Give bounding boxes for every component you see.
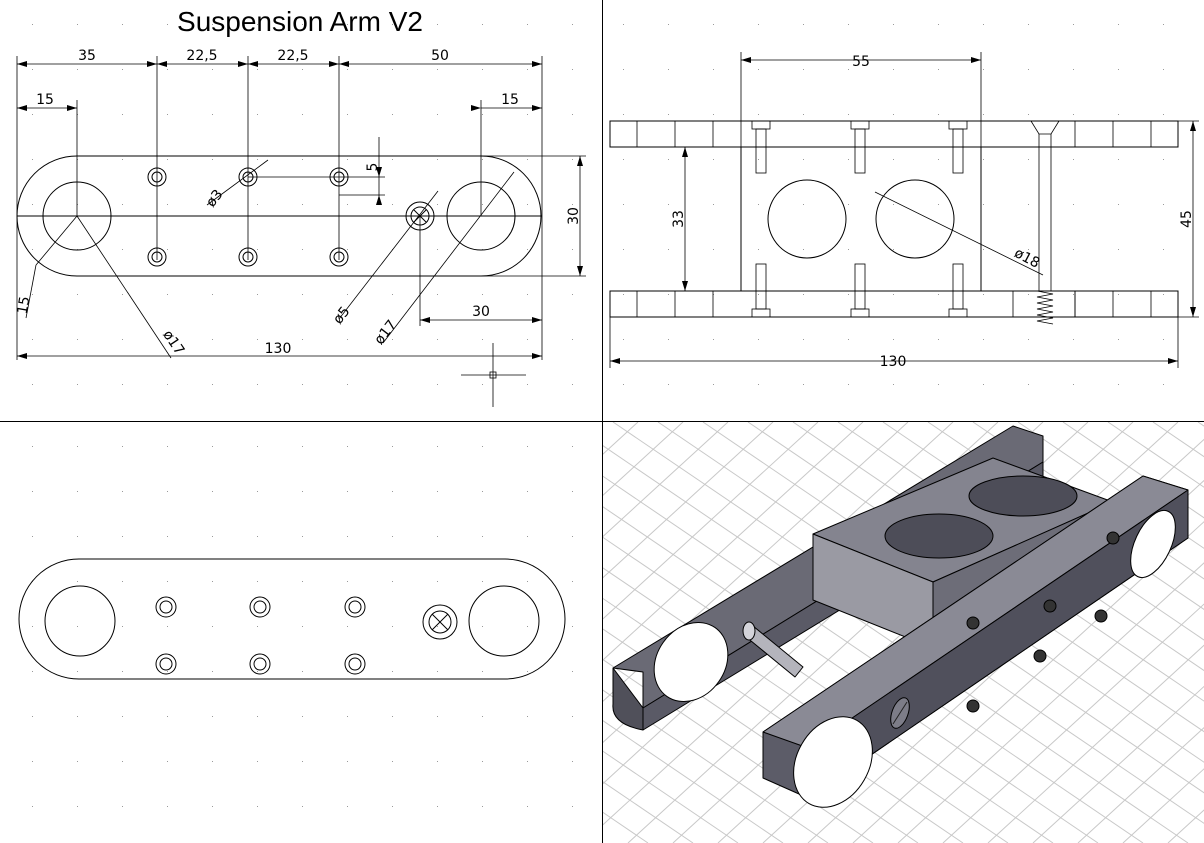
top-view-drawing bbox=[18, 446, 573, 807]
screws bbox=[751, 120, 1076, 325]
side-dimension-labels: 55 33 45 ø18 130 bbox=[671, 54, 1195, 370]
isometric-view-viewport[interactable] bbox=[603, 422, 1204, 843]
dim-22-5-a: 22,5 bbox=[186, 48, 217, 64]
dim-bore-17-right: ø17 bbox=[371, 317, 400, 348]
arm-outline bbox=[16, 155, 542, 277]
dim-15-left: 15 bbox=[36, 92, 54, 108]
side-plates bbox=[609, 120, 1179, 318]
front-view-drawing: Suspension Arm V2 bbox=[15, 6, 586, 407]
dim-130: 130 bbox=[265, 341, 292, 357]
grid-dots bbox=[32, 446, 573, 807]
front-view-viewport[interactable]: Suspension Arm V2 bbox=[0, 0, 602, 421]
viewport-divider-horizontal bbox=[0, 421, 1204, 422]
dimension-lines bbox=[16, 56, 586, 360]
dim-130-side: 130 bbox=[880, 354, 907, 370]
dim-5: 5 bbox=[365, 163, 381, 172]
drawing-title: Suspension Arm V2 bbox=[177, 6, 423, 37]
dim-30-offset: 30 bbox=[472, 304, 490, 320]
dim-55: 55 bbox=[852, 54, 870, 70]
dim-15-right: 15 bbox=[501, 92, 519, 108]
dim-22-5-b: 22,5 bbox=[277, 48, 308, 64]
grid-dots bbox=[32, 24, 573, 385]
dim-45: 45 bbox=[1179, 210, 1195, 228]
side-view-viewport[interactable]: 55 33 45 ø18 130 bbox=[603, 0, 1204, 421]
dim-33: 33 bbox=[671, 210, 687, 228]
dim-30-height: 30 bbox=[566, 207, 582, 225]
dim-bore-18: ø18 bbox=[1011, 245, 1042, 272]
isometric-view-drawing bbox=[603, 422, 1204, 843]
arm-3d-model bbox=[612, 425, 1189, 808]
grid-dots bbox=[623, 24, 1164, 385]
dim-hole-5: ø5 bbox=[330, 304, 353, 328]
arm-outline-top bbox=[18, 558, 566, 680]
top-view-viewport[interactable] bbox=[0, 422, 602, 843]
dim-35: 35 bbox=[78, 48, 96, 64]
dim-radius-15: 15 bbox=[15, 295, 34, 315]
front-dimension-labels: 35 22,5 22,5 50 15 15 5 30 ø3 ø5 ø17 ø17… bbox=[15, 48, 582, 358]
dim-bore-17-left: ø17 bbox=[159, 327, 187, 358]
side-dimension-lines bbox=[609, 52, 1199, 368]
dim-50: 50 bbox=[431, 48, 449, 64]
dim-hole-3: ø3 bbox=[203, 187, 226, 211]
side-view-drawing: 55 33 45 ø18 130 bbox=[609, 24, 1199, 385]
crosshair-cursor bbox=[461, 343, 526, 407]
